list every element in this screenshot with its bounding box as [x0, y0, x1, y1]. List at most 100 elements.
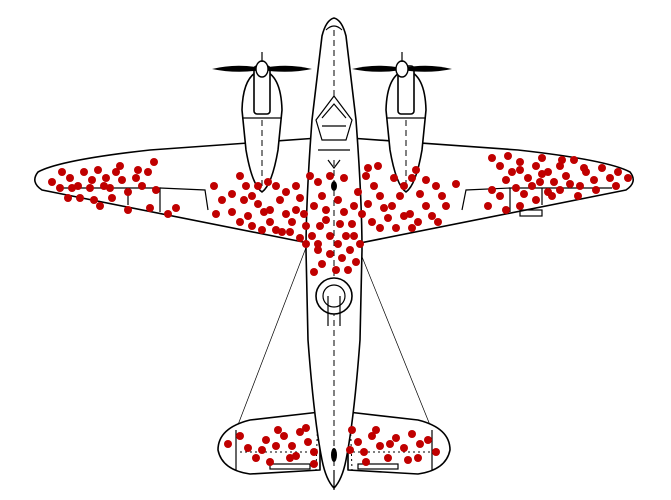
damage-marker	[576, 182, 584, 190]
damage-marker	[512, 184, 520, 192]
damage-marker	[408, 224, 416, 232]
damage-marker	[416, 190, 424, 198]
damage-marker	[408, 174, 416, 182]
damage-marker	[288, 218, 296, 226]
damage-marker	[598, 164, 606, 172]
damage-marker	[310, 268, 318, 276]
damage-marker	[242, 182, 250, 190]
damage-marker	[302, 240, 310, 248]
damage-marker	[308, 232, 316, 240]
damage-marker	[338, 254, 346, 262]
damage-marker	[254, 182, 262, 190]
damage-marker	[504, 152, 512, 160]
damage-marker	[210, 182, 218, 190]
damage-marker	[150, 158, 158, 166]
damage-marker	[76, 194, 84, 202]
damage-marker	[314, 178, 322, 186]
damage-marker	[334, 196, 342, 204]
damage-marker	[422, 176, 430, 184]
damage-marker	[236, 172, 244, 180]
damage-marker	[80, 168, 88, 176]
damage-marker	[384, 454, 392, 462]
damage-marker	[326, 250, 334, 258]
damage-marker	[412, 166, 420, 174]
damage-marker	[342, 232, 350, 240]
damage-marker	[624, 174, 632, 182]
damage-marker	[58, 168, 66, 176]
damage-marker	[416, 440, 424, 448]
damage-marker	[318, 192, 326, 200]
damage-marker	[516, 202, 524, 210]
damage-marker	[574, 192, 582, 200]
damage-marker	[344, 266, 352, 274]
damage-marker	[326, 172, 334, 180]
damage-marker	[100, 182, 108, 190]
damage-marker	[116, 162, 124, 170]
damage-marker	[296, 428, 304, 436]
damage-marker	[400, 182, 408, 190]
damage-marker	[318, 260, 326, 268]
damage-marker	[302, 424, 310, 432]
damage-marker	[332, 266, 340, 274]
damage-marker	[346, 446, 354, 454]
bracing-lines	[235, 231, 433, 431]
damage-marker	[292, 182, 300, 190]
damage-marker	[146, 204, 154, 212]
left-engine-nacelle	[241, 65, 283, 193]
damage-marker	[404, 456, 412, 464]
damage-marker	[236, 432, 244, 440]
damage-marker	[380, 204, 388, 212]
damage-marker	[434, 218, 442, 226]
damage-marker	[488, 154, 496, 162]
damage-marker	[558, 156, 566, 164]
damage-marker	[348, 426, 356, 434]
damage-marker	[68, 184, 76, 192]
damage-marker	[400, 212, 408, 220]
damage-marker	[614, 168, 622, 176]
right-engine-nacelle	[385, 65, 427, 193]
damage-marker	[272, 442, 280, 450]
damage-marker	[432, 182, 440, 190]
damage-marker	[538, 170, 546, 178]
damage-marker	[264, 178, 272, 186]
damage-marker	[282, 210, 290, 218]
damage-marker	[532, 196, 540, 204]
damage-marker	[108, 194, 116, 202]
damage-marker	[302, 222, 310, 230]
damage-marker	[360, 448, 368, 456]
damage-marker	[414, 218, 422, 226]
damage-marker	[88, 176, 96, 184]
damage-marker	[386, 440, 394, 448]
damage-marker	[566, 180, 574, 188]
damage-marker	[266, 218, 274, 226]
damage-marker	[364, 164, 372, 172]
damage-marker	[48, 178, 56, 186]
damage-marker	[562, 172, 570, 180]
damage-marker	[310, 460, 318, 468]
damage-marker	[134, 166, 142, 174]
damage-marker	[274, 426, 282, 434]
damage-marker	[392, 224, 400, 232]
damage-markers	[48, 152, 632, 468]
damage-marker	[590, 176, 598, 184]
damage-marker	[300, 210, 308, 218]
damage-marker	[516, 166, 524, 174]
damage-marker	[354, 438, 362, 446]
damage-marker	[350, 202, 358, 210]
damage-marker	[278, 228, 286, 236]
damage-marker	[86, 184, 94, 192]
damage-marker	[350, 232, 358, 240]
damage-marker	[172, 204, 180, 212]
damage-marker	[580, 164, 588, 172]
damage-marker	[322, 206, 330, 214]
damage-marker	[306, 172, 314, 180]
damage-marker	[286, 454, 294, 462]
damage-marker	[362, 172, 370, 180]
damage-marker	[240, 196, 248, 204]
damage-marker	[132, 174, 140, 182]
damage-marker	[396, 192, 404, 200]
damage-marker	[592, 186, 600, 194]
damage-marker	[384, 214, 392, 222]
